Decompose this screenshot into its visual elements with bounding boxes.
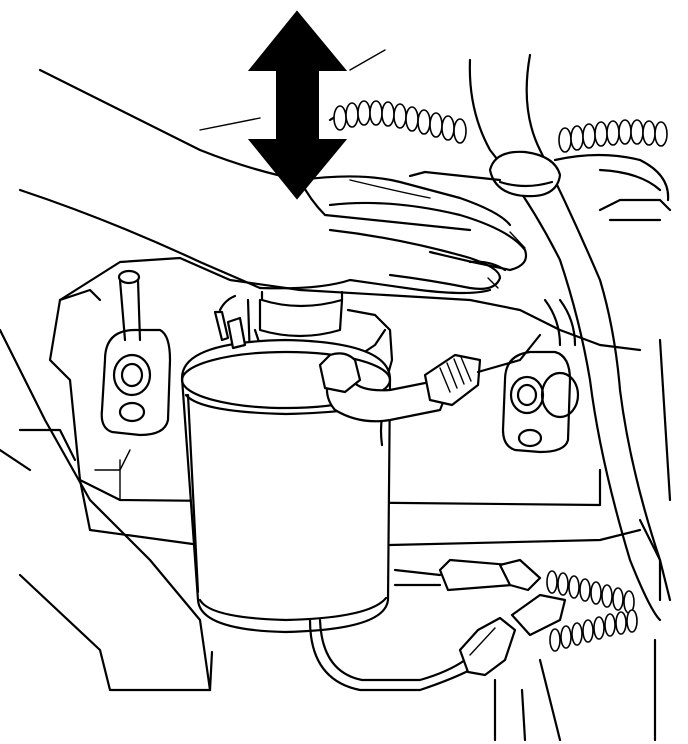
wiring-harness-lower <box>308 558 657 742</box>
frame-rail <box>0 328 214 692</box>
technician-hand <box>18 49 528 295</box>
fuel-line-outlet <box>318 333 542 423</box>
engine-valve-cover <box>18 198 672 602</box>
wiring-harness-upper <box>328 100 668 153</box>
intake-hose <box>468 53 672 622</box>
fuel-feed-pipe <box>213 294 247 350</box>
vertical-double-arrow-icon <box>247 10 348 200</box>
fuel-filter-canister <box>180 338 392 634</box>
left-bolt-boss <box>100 269 172 437</box>
right-bolt-boss <box>501 298 580 454</box>
